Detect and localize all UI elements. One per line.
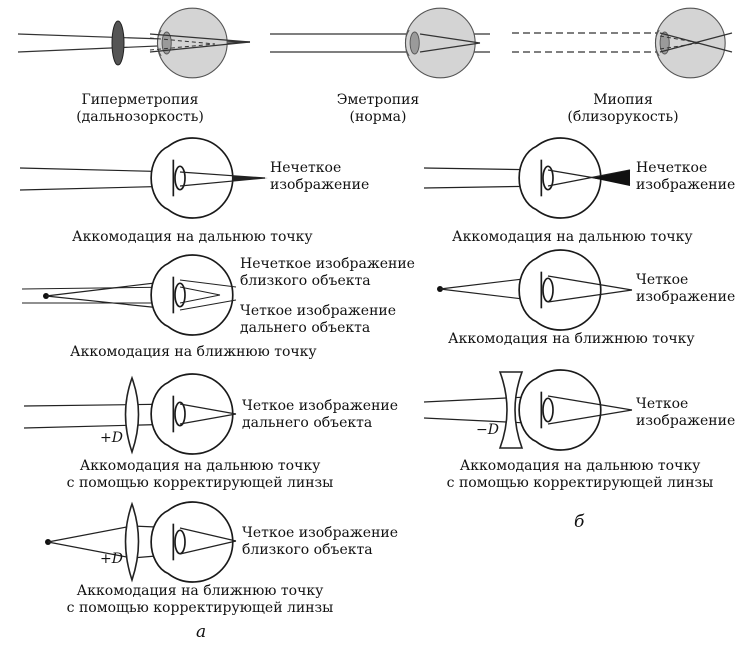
a-far-corrected-caption-line2: с помощью корректирующей линзы [66,475,334,491]
emmetropia-label: Эметропия [336,92,420,108]
a-far-corrected-note-line1: Четкое изображение [242,398,399,414]
top-hypermetropia-figure [17,7,251,79]
top-emmetropia-figure [270,7,490,79]
a-far-corrected-figure [23,373,237,455]
a-near-corrected-figure [45,501,237,583]
b-far-corrected-note: Четкое изображение [636,396,735,430]
a-near-note-1: Нечеткое изображение близкого объекта [240,256,415,290]
concave-lens-icon [498,371,524,449]
emmetropia-title: Эметропия (норма) [318,92,438,126]
a-near-note-2: Четкое изображение дальнего объекта [240,303,396,337]
a-far-note-line2: изображение [270,177,370,193]
b-near-caption: Аккомодация на ближнюю точку [448,331,695,347]
a-far-corrected-note-line2: дальнего объекта [242,415,373,431]
a-near-note-1-line1: Нечеткое изображение [240,256,415,272]
a-far-corrected-note: Четкое изображение дальнего объекта [242,398,398,432]
a-near-corrected-lens-label: +D [100,551,123,567]
b-far-accommodation-figure [423,137,631,219]
a-far-accommodation-figure [19,137,268,219]
a-far-corrected-lens-label: +D [100,430,123,446]
a-near-corrected-note-line2: близкого объекта [242,542,373,558]
a-near-corrected-caption-line1: Аккомодация на ближнюю точку [76,583,324,599]
a-far-corrected-caption: Аккомодация на дальнюю точку с помощью к… [40,458,360,492]
b-far-corrected-caption: Аккомодация на дальнюю точку с помощью к… [420,458,740,492]
b-far-corrected-caption-line2: с помощью корректирующей линзы [446,475,714,491]
b-near-accommodation-figure [437,249,633,331]
b-far-corrected-caption-line1: Аккомодация на дальнюю точку [459,458,701,474]
a-near-accommodation-figure [21,254,237,336]
hypermetropia-title: Гиперметропия (дальнозоркость) [70,92,210,126]
a-far-corrected-caption-line1: Аккомодация на дальнюю точку [79,458,321,474]
b-near-note: Четкое изображение [636,272,735,306]
a-far-note: Нечеткое изображение [270,160,369,194]
hypermetropia-sublabel: (дальнозоркость) [76,109,204,125]
b-near-note-line1: Четкое [636,272,689,288]
a-near-corrected-note-line1: Четкое изображение [242,525,399,541]
figure-letter-a: а [196,622,207,642]
b-far-note: Нечеткое изображение [636,160,735,194]
b-far-note-line1: Нечеткое [636,160,708,176]
a-near-corrected-caption-line2: с помощью корректирующей линзы [66,600,334,616]
b-far-corrected-note-line2: изображение [636,413,736,429]
a-near-note-2-line2: дальнего объекта [240,320,371,336]
figure-letter-b: б [574,512,585,532]
b-near-note-line2: изображение [636,289,736,305]
convex-lens-icon [111,20,125,66]
convex-lens-icon [124,375,140,455]
b-far-corrected-note-line1: Четкое [636,396,689,412]
hypermetropia-label: Гиперметропия [81,92,199,108]
top-myopia-figure [512,7,733,79]
a-far-caption: Аккомодация на дальнюю точку [72,229,313,245]
myopia-sublabel: (близорукость) [567,109,679,125]
myopia-label: Миопия [593,92,653,108]
convex-lens-icon [124,501,140,583]
b-far-caption: Аккомодация на дальнюю точку [452,229,693,245]
a-near-corrected-note: Четкое изображение близкого объекта [242,525,398,559]
emmetropia-sublabel: (норма) [349,109,407,125]
b-far-note-line2: изображение [636,177,736,193]
myopia-title: Миопия (близорукость) [558,92,688,126]
a-far-note-line1: Нечеткое [270,160,342,176]
a-near-corrected-caption: Аккомодация на ближнюю точку с помощью к… [40,583,360,617]
b-far-corrected-figure [423,369,633,451]
a-near-note-2-line1: Четкое изображение [240,303,397,319]
a-near-note-1-line2: близкого объекта [240,273,371,289]
b-far-corrected-lens-label: −D [476,422,499,438]
a-near-caption: Аккомодация на ближнюю точку [70,344,317,360]
